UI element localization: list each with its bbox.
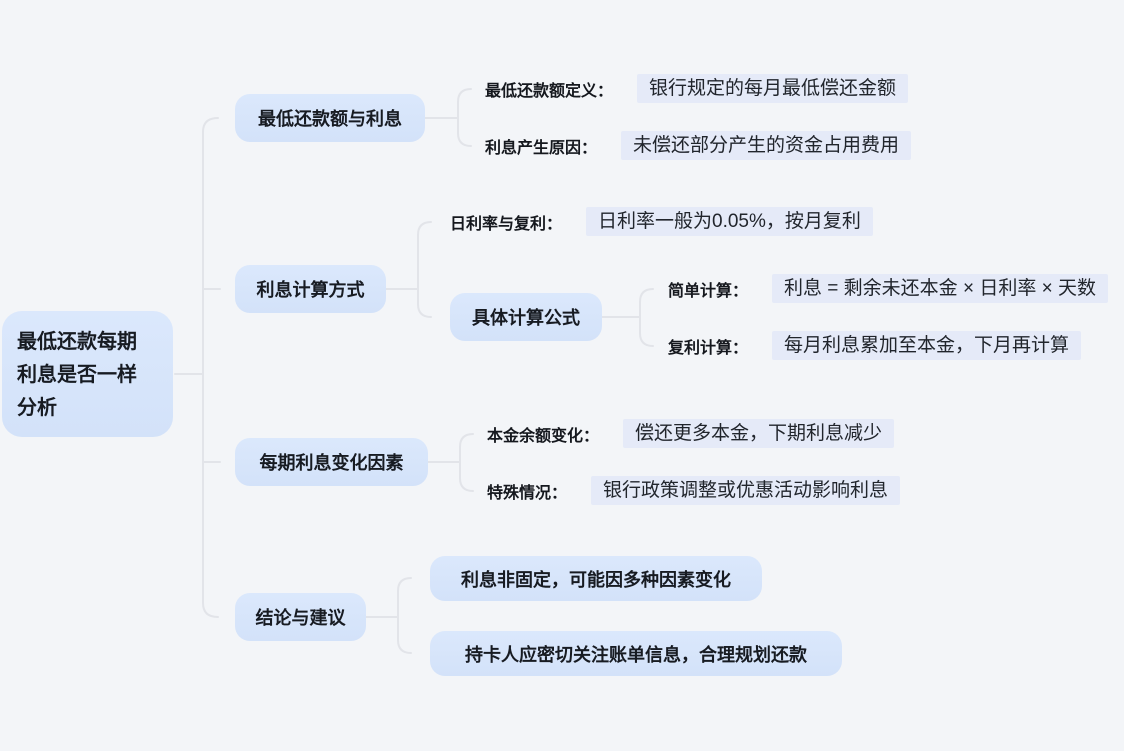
root-line-1: 最低还款每期: [17, 331, 137, 353]
branch-node-interest-calculation-method[interactable]: 利息计算方式: [235, 265, 386, 313]
leaf-label: 利息产生原因：: [485, 139, 598, 157]
conclusion-node-monitor-statements[interactable]: 持卡人应密切关注账单信息，合理规划还款: [430, 631, 842, 676]
connector-b3-bracket: [459, 433, 474, 492]
connector-b4-bracket: [397, 577, 412, 654]
root-line-3: 分析: [17, 397, 57, 419]
branch-label: 利息计算方式: [256, 280, 365, 300]
leaf-value-highlight: 未偿还部分产生的资金占用费用: [621, 131, 912, 160]
leaf-row-special-cases[interactable]: 特殊情况： 银行政策调整或优惠活动影响利息: [487, 476, 901, 505]
leaf-value-highlight: 银行政策调整或优惠活动影响利息: [591, 476, 901, 505]
root-line-2: 利息是否一样: [17, 364, 137, 386]
leaf-row-interest-cause[interactable]: 利息产生原因： 未偿还部分产生的资金占用费用: [485, 131, 912, 160]
leaf-label: 特殊情况：: [487, 484, 568, 502]
leaf-row-minimum-repayment-definition[interactable]: 最低还款额定义： 银行规定的每月最低偿还金额: [485, 74, 909, 103]
leaf-label: 本金余额变化：: [487, 427, 600, 445]
leaf-label: 简单计算：: [668, 282, 749, 300]
leaf-label: 最低还款额定义：: [485, 82, 614, 100]
subnode-calculation-formula[interactable]: 具体计算公式: [450, 293, 602, 341]
connector-formula-bracket: [639, 288, 654, 347]
leaf-value-highlight: 日利率一般为0.05%，按月复利: [586, 207, 873, 236]
leaf-row-principal-balance-change[interactable]: 本金余额变化： 偿还更多本金，下期利息减少: [487, 419, 895, 448]
leaf-label: 复利计算：: [668, 339, 749, 357]
leaf-value-highlight: 银行规定的每月最低偿还金额: [637, 74, 909, 103]
branch-label: 每期利息变化因素: [259, 453, 404, 473]
connector-root-bracket: [202, 117, 219, 618]
branch-node-conclusion-and-advice[interactable]: 结论与建议: [235, 593, 366, 641]
leaf-value-highlight: 偿还更多本金，下期利息减少: [623, 419, 895, 448]
conclusion-text: 持卡人应密切关注账单信息，合理规划还款: [465, 644, 807, 665]
conclusion-node-interest-not-fixed[interactable]: 利息非固定，可能因多种因素变化: [430, 556, 762, 601]
branch-label: 结论与建议: [255, 608, 346, 628]
leaf-row-simple-calculation[interactable]: 简单计算： 利息 = 剩余未还本金 × 日利率 × 天数: [668, 274, 1108, 303]
subnode-label: 具体计算公式: [472, 308, 580, 328]
conclusion-text: 利息非固定，可能因多种因素变化: [461, 569, 731, 590]
branch-label: 最低还款额与利息: [258, 109, 402, 129]
leaf-value-highlight: 利息 = 剩余未还本金 × 日利率 × 天数: [772, 274, 1108, 303]
branch-node-minimum-repayment-and-interest[interactable]: 最低还款额与利息: [235, 94, 425, 142]
connector-b2-bracket: [417, 221, 432, 318]
leaf-label: 日利率与复利：: [450, 215, 563, 233]
leaf-row-daily-rate-and-compounding[interactable]: 日利率与复利： 日利率一般为0.05%，按月复利: [450, 207, 873, 236]
leaf-row-compound-calculation[interactable]: 复利计算： 每月利息累加至本金，下月再计算: [668, 331, 1082, 360]
root-node[interactable]: 最低还款每期 利息是否一样 分析: [2, 311, 173, 437]
connector-b1-bracket: [457, 88, 472, 147]
branch-node-interest-change-factors[interactable]: 每期利息变化因素: [235, 438, 428, 486]
leaf-value-highlight: 每月利息累加至本金，下月再计算: [772, 331, 1082, 360]
